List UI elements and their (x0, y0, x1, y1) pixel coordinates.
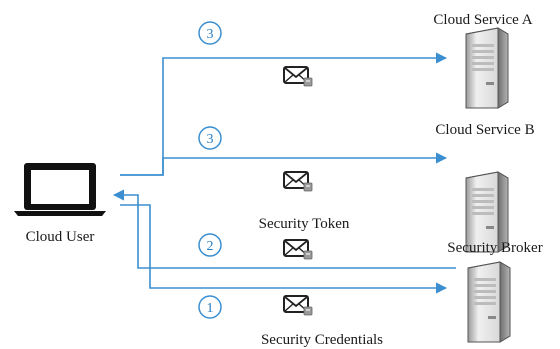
security-broker-server-icon (467, 261, 511, 343)
arrow-credentials-to-broker (120, 204, 448, 294)
arrow-token-to-user (112, 189, 456, 269)
arrow-to-cloud-service-b (120, 152, 448, 176)
laptop-icon (14, 163, 106, 216)
svg-text:2: 2 (207, 239, 214, 254)
security-credentials-label: Security Credentials (261, 332, 383, 348)
message-envelope-icon (283, 66, 313, 87)
step-2-badge: 2 (198, 233, 222, 257)
security-broker-label: Security Broker (447, 240, 542, 256)
step-3b-badge: 3 (198, 126, 222, 150)
cloud-service-a-server-icon (465, 27, 509, 109)
svg-text:3: 3 (207, 132, 214, 147)
svg-text:3: 3 (207, 27, 214, 42)
security-token-label: Security Token (259, 216, 350, 232)
step-1-badge: 1 (198, 295, 222, 319)
svg-text:1: 1 (207, 301, 214, 316)
cloud-user-label: Cloud User (26, 229, 95, 245)
token-envelope-icon (283, 239, 313, 260)
credentials-envelope-icon (283, 295, 313, 316)
message-envelope-icon (283, 171, 313, 192)
step-3a-badge: 3 (198, 21, 222, 45)
cloud-service-b-label: Cloud Service B (435, 122, 534, 138)
cloud-service-a-label: Cloud Service A (433, 12, 532, 28)
